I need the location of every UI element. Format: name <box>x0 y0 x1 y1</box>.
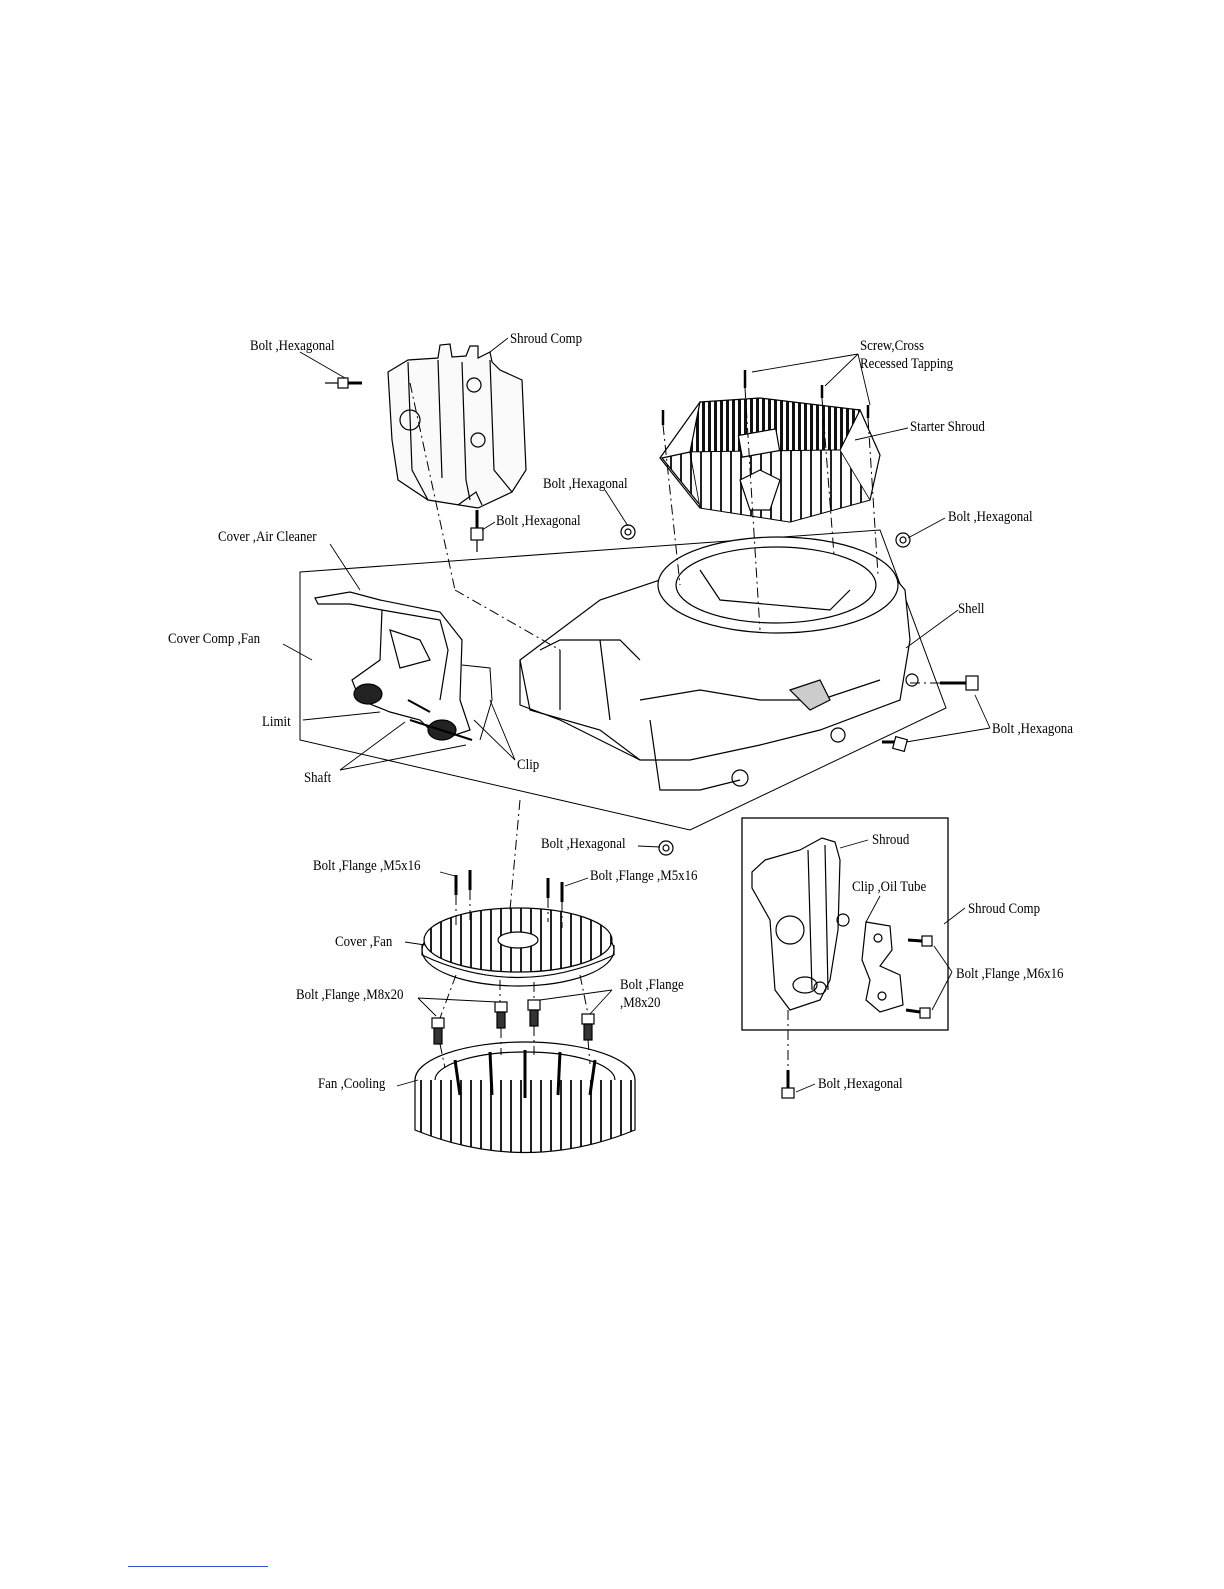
label-bolt-hexagonal-center: Bolt ,Hexagonal <box>543 476 628 492</box>
cover-fan-part <box>421 907 615 987</box>
fan-cooling-part <box>414 1041 636 1154</box>
label-shroud-comp-inset: Shroud Comp <box>968 901 1041 917</box>
label-limit: Limit <box>262 714 291 730</box>
footer-rule <box>128 1566 268 1567</box>
label-bolt-hexagonal-top-left: Bolt ,Hexagonal <box>250 338 335 354</box>
label-fan-cooling: Fan ,Cooling <box>318 1076 386 1092</box>
label-shroud: Shroud <box>872 832 910 848</box>
label-clip: Clip <box>517 757 540 773</box>
flange-bolts-m5 <box>454 870 564 902</box>
label-starter-shroud: Starter Shroud <box>910 419 985 435</box>
label-bolt-flange-m5x16-left: Bolt ,Flange ,M5x16 <box>313 858 421 874</box>
label-screw-cross-recessed-tapping: Screw,Cross Recessed Tapping <box>860 338 954 372</box>
bolt-hex-top-left <box>325 377 362 389</box>
inset-box <box>741 817 949 1031</box>
cover-comp-fan-part <box>314 591 493 741</box>
label-bolt-hexagonal-lower: Bolt ,Hexagonal <box>541 836 626 852</box>
label-bolt-hexagona-right: Bolt ,Hexagona <box>992 721 1073 737</box>
label-bolt-flange-m8x20-left: Bolt ,Flange ,M8x20 <box>296 987 404 1003</box>
bolt-hex-under-shroud <box>470 510 484 552</box>
shell-group-outline <box>299 529 947 831</box>
label-bolt-flange-m6x16: Bolt ,Flange ,M6x16 <box>956 966 1064 982</box>
inset-shroud-part <box>751 837 850 1011</box>
label-cover-comp-fan: Cover Comp ,Fan <box>168 631 261 647</box>
label-cover-air-cleaner: Cover ,Air Cleaner <box>218 529 317 545</box>
bolt-hex-bottom <box>781 1070 795 1099</box>
label-bolt-flange-m5x16-right: Bolt ,Flange ,M5x16 <box>590 868 698 884</box>
hex-bolts-shell <box>620 524 979 856</box>
label-bolt-hexagonal-right: Bolt ,Hexagonal <box>948 509 1033 525</box>
label-shroud-comp-top: Shroud Comp <box>510 331 583 347</box>
leader-lines <box>282 337 991 1093</box>
assembly-center-lines <box>409 382 940 1070</box>
shell-part <box>519 536 919 791</box>
tapping-screws <box>661 370 870 425</box>
label-bolt-hexagonal-bottom: Bolt ,Hexagonal <box>818 1076 903 1092</box>
label-bolt-flange-m8x20-right: Bolt ,Flange ,M8x20 <box>620 977 684 1011</box>
label-bolt-hexagonal-under-shroud: Bolt ,Hexagonal <box>496 513 581 529</box>
label-shell: Shell <box>958 601 985 617</box>
shroud-comp-part <box>387 343 527 509</box>
label-shaft: Shaft <box>304 770 332 786</box>
inset-oil-tube-clip <box>861 921 933 1019</box>
label-clip-oil-tube: Clip ,Oil Tube <box>852 879 927 895</box>
flange-bolts-m8 <box>431 999 595 1045</box>
label-cover-fan: Cover ,Fan <box>335 934 393 950</box>
starter-shroud-part <box>659 397 881 523</box>
